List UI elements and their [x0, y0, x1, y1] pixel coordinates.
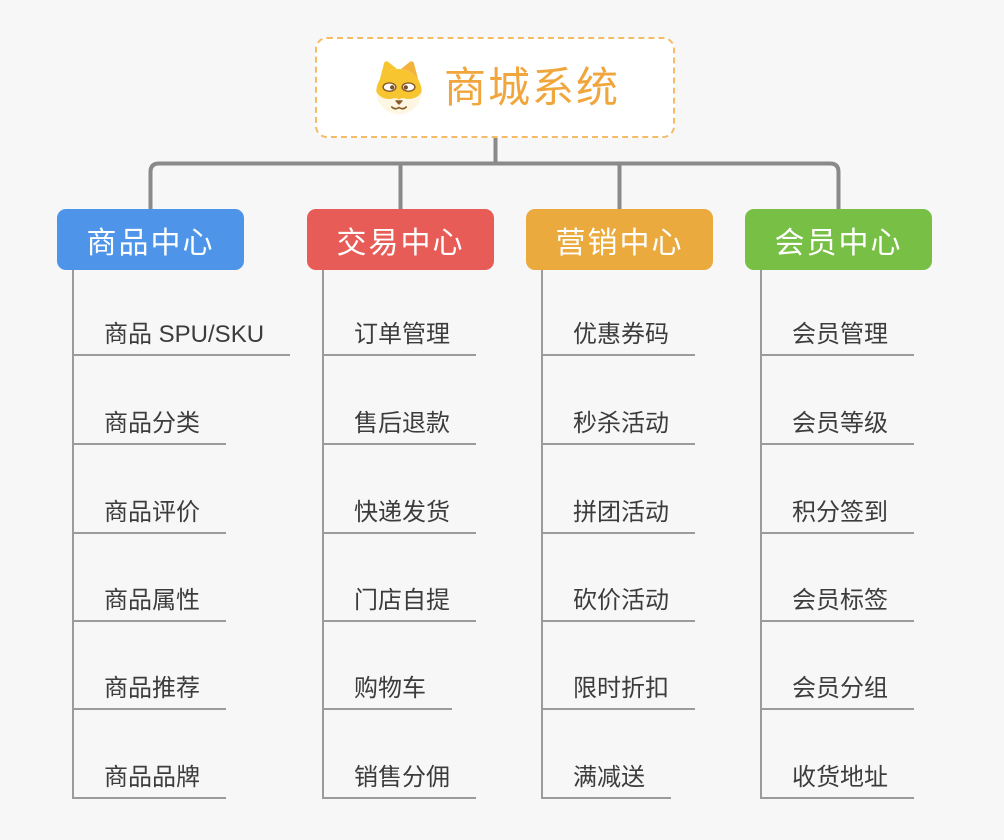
branch-spine — [760, 270, 762, 799]
branch-label: 交易中心 — [336, 226, 465, 260]
mindmap-leaf[interactable]: 订单管理 — [322, 320, 476, 356]
branch-node-marketing-center[interactable]: 营销中心 — [526, 209, 713, 270]
mindmap-leaf[interactable]: 商品品牌 — [72, 763, 226, 799]
root-title: 商城系统 — [443, 63, 620, 111]
branch-spine — [72, 270, 74, 799]
mindmap-leaf[interactable]: 商品评价 — [72, 498, 226, 534]
mindmap-leaf[interactable]: 销售分佣 — [322, 763, 476, 799]
branch-label: 营销中心 — [555, 226, 684, 260]
mindmap-leaf[interactable]: 商品推荐 — [72, 674, 226, 710]
branch-label: 会员中心 — [774, 226, 903, 260]
branch-node-member-center[interactable]: 会员中心 — [745, 209, 932, 270]
mindmap-leaf[interactable]: 砍价活动 — [541, 586, 695, 622]
mindmap-leaf[interactable]: 优惠券码 — [541, 320, 695, 356]
mindmap-leaf[interactable]: 会员管理 — [760, 320, 914, 356]
mindmap-leaf[interactable]: 购物车 — [322, 674, 452, 710]
mindmap-leaf[interactable]: 商品分类 — [72, 409, 226, 445]
branch-label: 商品中心 — [86, 226, 215, 260]
mindmap-leaf[interactable]: 快递发货 — [322, 498, 476, 534]
mindmap-leaf[interactable]: 商品 SPU/SKU — [72, 320, 291, 356]
mindmap-leaf[interactable]: 满减送 — [541, 763, 671, 799]
mindmap-leaf[interactable]: 会员等级 — [760, 409, 914, 445]
branch-node-product-center[interactable]: 商品中心 — [57, 209, 244, 270]
dog-icon — [376, 60, 422, 114]
root-node[interactable]: 商城系统 — [315, 37, 675, 138]
branch-spine — [322, 270, 324, 799]
mindmap-leaf[interactable]: 限时折扣 — [541, 674, 695, 710]
mindmap-leaf[interactable]: 售后退款 — [322, 409, 476, 445]
mindmap-leaf[interactable]: 收货地址 — [760, 763, 914, 799]
mindmap-leaf[interactable]: 秒杀活动 — [541, 409, 695, 445]
branch-spine — [541, 270, 543, 799]
mindmap-leaf[interactable]: 拼团活动 — [541, 498, 695, 534]
mindmap-leaf[interactable]: 门店自提 — [322, 586, 476, 622]
mindmap-leaf[interactable]: 会员标签 — [760, 586, 914, 622]
mindmap-leaf[interactable]: 积分签到 — [760, 498, 914, 534]
mindmap-leaf[interactable]: 会员分组 — [760, 674, 914, 710]
mindmap-leaf[interactable]: 商品属性 — [72, 586, 226, 622]
branch-node-trade-center[interactable]: 交易中心 — [307, 209, 494, 270]
